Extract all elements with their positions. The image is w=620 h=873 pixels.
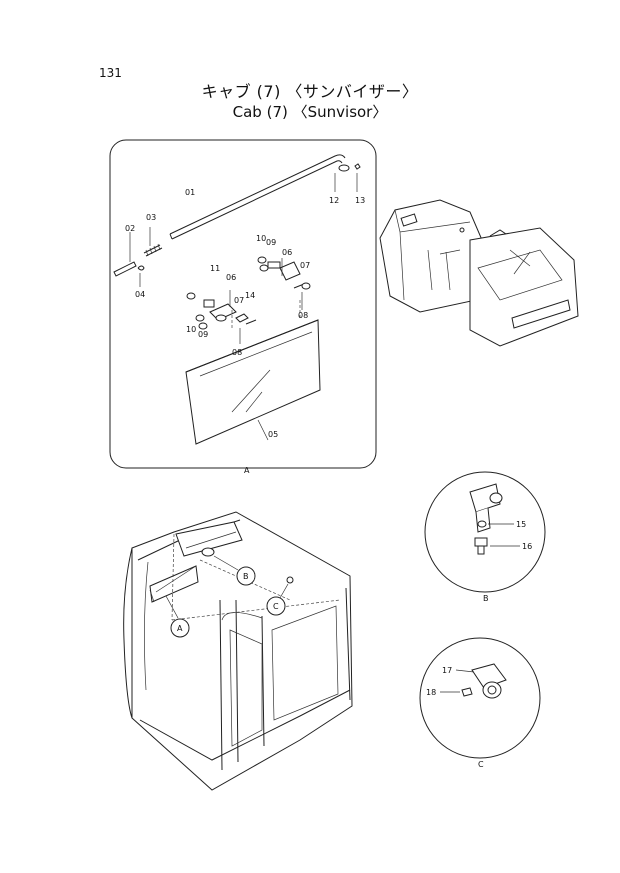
part-label-10-right: 10 — [256, 234, 266, 243]
page-title-japanese: キャブ (7) 〈サンバイザー〉 — [201, 82, 419, 101]
part-label-16: 16 — [522, 542, 532, 551]
part-label-07-right: 07 — [300, 261, 310, 270]
cab-view: A B C — [123, 511, 353, 791]
part-label-13: 13 — [355, 196, 365, 205]
cab-callout-c — [266, 596, 286, 616]
part-label-02: 02 — [125, 224, 135, 233]
part-label-08-left: 08 — [232, 348, 242, 357]
page-title-english: Cab (7) 〈Sunvisor〉 — [232, 103, 388, 121]
part-label-05: 05 — [268, 430, 278, 439]
part-label-14: 14 — [245, 291, 255, 300]
detail-a-frame-label: A — [244, 466, 250, 475]
part-label-12: 12 — [329, 196, 339, 205]
part-label-08-right: 08 — [298, 311, 308, 320]
sunvisor-panel — [185, 300, 321, 445]
detail-a-panel: A — [109, 139, 377, 475]
cab-callout-b — [236, 566, 256, 586]
excavator-thumbnail — [379, 199, 579, 347]
part-label-09-right: 09 — [266, 238, 276, 247]
part-label-09-left: 09 — [198, 330, 208, 339]
detail-a-frame — [109, 139, 377, 469]
part-label-18: 18 — [426, 688, 436, 697]
detail-c-panel: 17 18 C — [419, 637, 541, 769]
detail-c-circle — [419, 637, 541, 759]
sunvisor-rod — [169, 154, 361, 240]
part-label-07-left: 07 — [234, 296, 244, 305]
part-label-01: 01 — [185, 188, 195, 197]
part-label-15: 15 — [516, 520, 526, 529]
cab-callout-b-label: B — [243, 572, 249, 581]
page-number: 131 — [99, 66, 122, 80]
part-label-06-right: 06 — [282, 248, 292, 257]
part-label-10-left: 10 — [186, 325, 196, 334]
cab-callout-a-label: A — [177, 624, 183, 633]
cab-callout-c-label: C — [273, 602, 279, 611]
pin-assembly — [113, 227, 163, 287]
part-label-04: 04 — [135, 290, 145, 299]
part-label-11: 11 — [210, 264, 220, 273]
part-label-17: 17 — [442, 666, 452, 675]
left-bracket-assembly — [186, 290, 257, 344]
detail-b-frame-label: B — [483, 594, 489, 603]
detail-b-circle — [424, 471, 546, 593]
right-bracket-assembly — [257, 256, 311, 310]
cab-callout-a — [170, 618, 190, 638]
detail-c-frame-label: C — [478, 760, 484, 769]
part-label-03: 03 — [146, 213, 156, 222]
part-label-06-left: 06 — [226, 273, 236, 282]
detail-b-panel: 15 16 B — [424, 471, 546, 603]
